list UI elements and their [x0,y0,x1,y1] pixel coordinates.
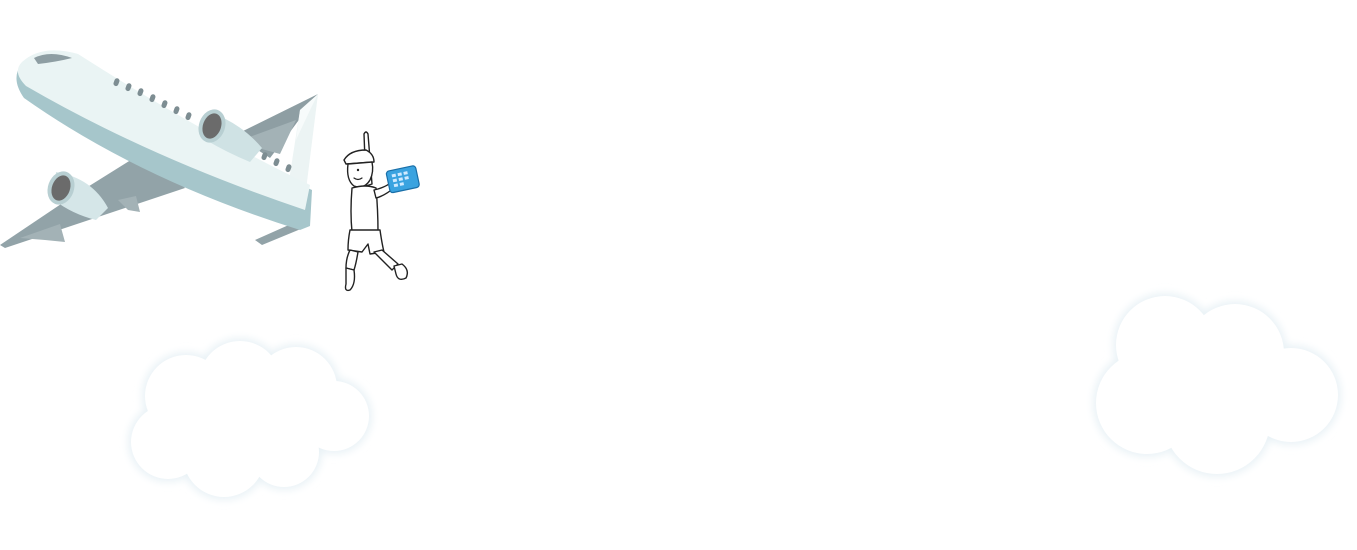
cloud-icon [128,338,372,500]
cloud-icon [1093,293,1341,477]
traveler-with-tablet-icon [343,131,420,292]
airplane-icon [0,50,318,248]
